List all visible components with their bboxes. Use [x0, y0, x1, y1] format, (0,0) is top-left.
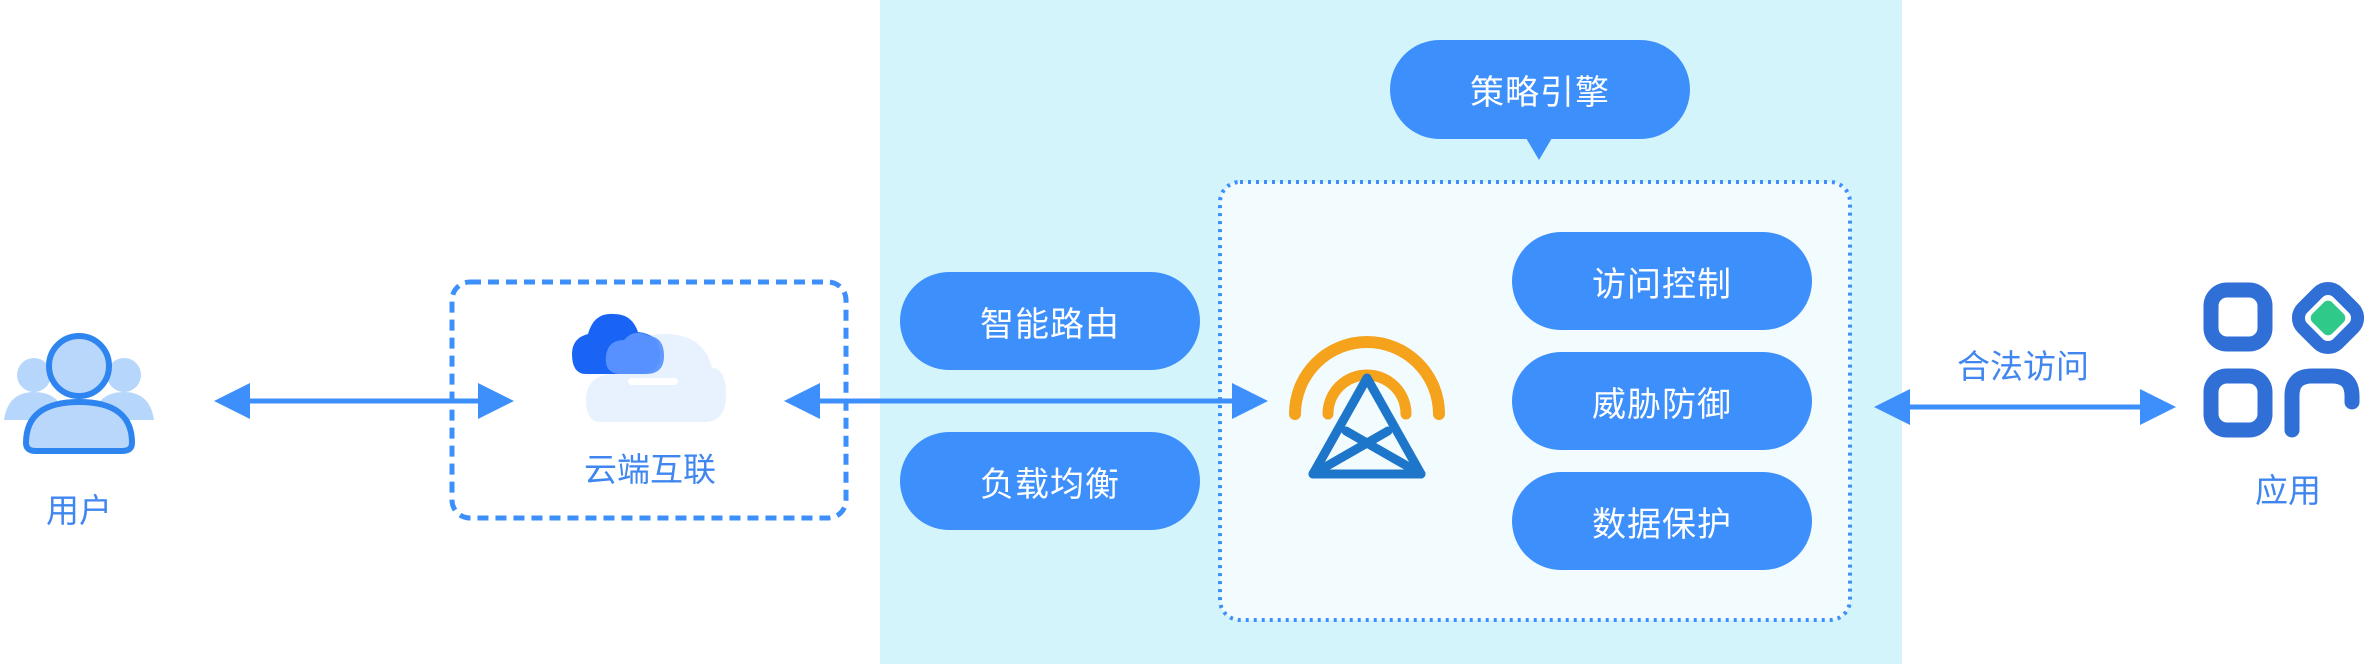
- signal-tower-icon: [1289, 336, 1445, 479]
- arrow-cloud-gateway: [784, 383, 1268, 419]
- cloud-label: 云端互联: [584, 450, 716, 489]
- threat-defense-pill: 威胁防御: [1512, 352, 1812, 450]
- load-balancing-pill: 负载均衡: [900, 432, 1200, 530]
- app-label: 应用: [2255, 471, 2321, 510]
- cloud-icon: [572, 313, 726, 422]
- legal-access-label: 合法访问: [1957, 347, 2089, 386]
- arrow-gateway-app: [1874, 389, 2176, 425]
- user-label: 用户: [46, 491, 112, 530]
- gateway-box-border: [1218, 180, 1852, 622]
- user-group-icon: [4, 333, 154, 454]
- access-control-pill: 访问控制: [1512, 232, 1812, 330]
- smart-routing-pill: 智能路由: [900, 272, 1200, 370]
- data-protection-pill: 数据保护: [1512, 472, 1812, 570]
- policy-bubble-tail: [1526, 138, 1552, 160]
- app-grid-icon: [2203, 281, 2364, 438]
- policy-engine-pill: 策略引擎: [1390, 40, 1690, 139]
- arrow-user-cloud: [214, 383, 514, 419]
